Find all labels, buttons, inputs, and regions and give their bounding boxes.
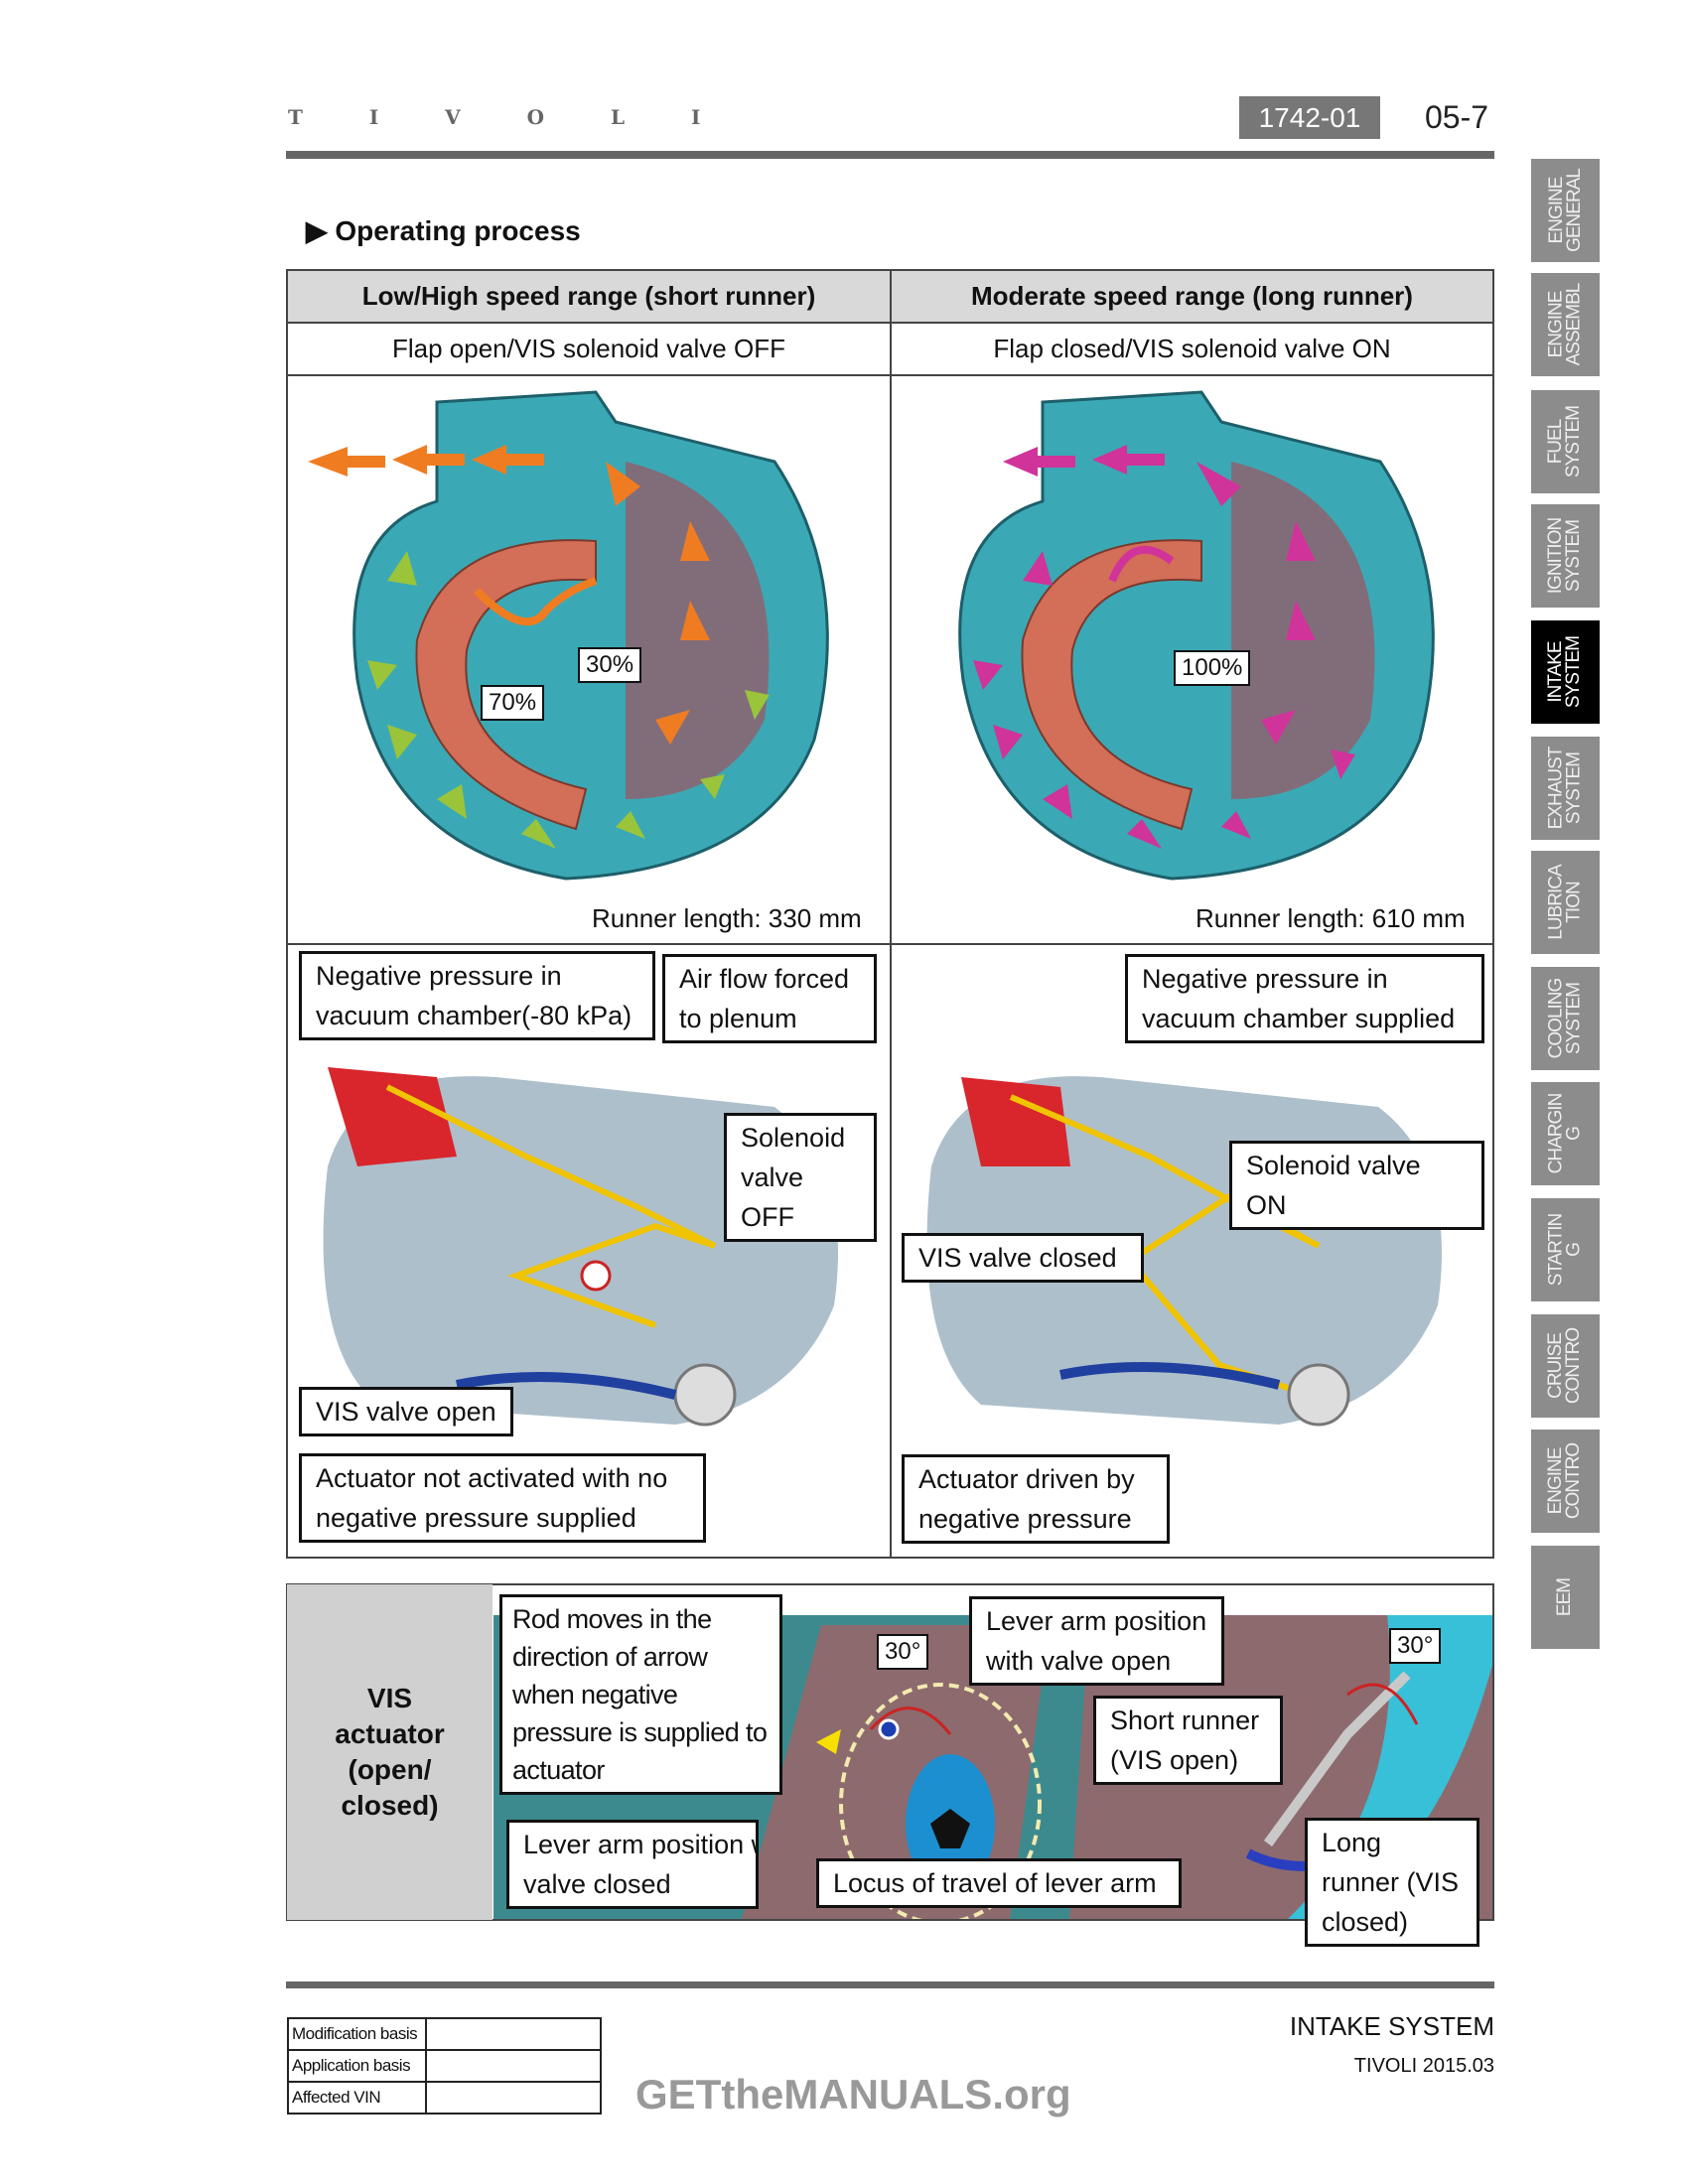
- side-tab-startin-g[interactable]: STARTIN G: [1531, 1198, 1600, 1301]
- side-tab-engine-contro[interactable]: ENGINE CONTRO: [1531, 1430, 1600, 1533]
- long-runner-arrows: [973, 445, 1355, 849]
- runner-length-short: Runner length: 330 mm: [592, 903, 862, 933]
- callout-vacuum-chamber-right: Negative pressure in vacuum chamber supp…: [1125, 954, 1484, 1043]
- side-tab-label: FUEL SYSTEM: [1545, 405, 1585, 478]
- vis-actuator-label: VIS actuator (open/ closed): [287, 1584, 492, 1920]
- engine-vis-open-image: [323, 1067, 838, 1427]
- page-number: 05-7: [1425, 99, 1489, 135]
- side-tab-label: LUBRICA TION: [1545, 865, 1585, 940]
- doc-number: 1742-01: [1239, 96, 1380, 139]
- section-title: ▶ Operating process: [306, 215, 581, 246]
- long-runner-flow-diagram: [958, 390, 1435, 881]
- col2-subtitle: Flap closed/VIS solenoid valve ON: [890, 322, 1494, 376]
- footer-rule: [286, 1981, 1494, 1988]
- side-tab-fuel-system[interactable]: FUEL SYSTEM: [1531, 390, 1600, 493]
- runner-length-long: Runner length: 610 mm: [1196, 903, 1466, 933]
- col1-subtitle: Flap open/VIS solenoid valve OFF: [286, 322, 892, 376]
- row-application-basis: Application basis: [287, 2049, 427, 2083]
- callout-vis-valve-closed: VIS valve closed: [902, 1233, 1144, 1283]
- angle-label-left: 30°: [877, 1634, 929, 1670]
- side-tab-label: CRUISE CONTRO: [1545, 1327, 1585, 1405]
- short-runner-lower-arrows: [367, 551, 770, 849]
- side-tab-label: CHARGIN G: [1545, 1093, 1585, 1174]
- side-tab-chargin-g[interactable]: CHARGIN G: [1531, 1082, 1600, 1185]
- short-runner-upper-arrows: [308, 445, 710, 745]
- split-label-70: 70%: [481, 685, 545, 721]
- side-tab-lubrica-tion[interactable]: LUBRICA TION: [1531, 851, 1600, 954]
- side-tab-label: ENGINE CONTRO: [1545, 1442, 1585, 1520]
- side-tab-label: EXHAUST SYSTEM: [1545, 747, 1585, 830]
- side-tab-engine-general[interactable]: ENGINE GENERAL: [1531, 159, 1600, 262]
- side-tab-ignition-system[interactable]: IGNITION SYSTEM: [1531, 504, 1600, 608]
- side-tab-eem[interactable]: EEM: [1531, 1546, 1600, 1649]
- side-tab-label: ENGINE ASSEMBL: [1545, 283, 1585, 366]
- side-tab-intake-system[interactable]: INTAKE SYSTEM: [1531, 620, 1600, 724]
- callout-solenoid-off: Solenoid valve OFF: [724, 1113, 877, 1242]
- side-tab-cruise-contro[interactable]: CRUISE CONTRO: [1531, 1314, 1600, 1418]
- callout-short-runner: Short runner (VIS open): [1093, 1696, 1283, 1785]
- callout-solenoid-on: Solenoid valve ON: [1229, 1141, 1484, 1230]
- col2-engine-cell: [890, 943, 1494, 1559]
- callout-lever-closed-text: Lever arm position with valve closed: [523, 1830, 756, 1899]
- split-label-30: 30%: [578, 647, 642, 683]
- col1-title: Low/High speed range (short runner): [286, 269, 892, 324]
- revision-table: Modification basis Application basis Aff…: [287, 2017, 602, 2115]
- callout-actuator-driven: Actuator driven by negative pressure: [902, 1454, 1170, 1544]
- short-runner-flow-diagram: [308, 390, 829, 881]
- callout-rod-moves: Rod moves in the direction of arrow when…: [499, 1594, 782, 1795]
- callout-vacuum-chamber-left: Negative pressure in vacuum chamber(-80 …: [299, 951, 655, 1040]
- callout-lever-open: Lever arm position with valve open: [969, 1596, 1224, 1686]
- row-modification-basis: Modification basis: [287, 2017, 427, 2051]
- callout-locus: Locus of travel of lever arm: [816, 1858, 1182, 1908]
- side-tab-label: STARTIN G: [1545, 1213, 1585, 1287]
- angle-label-right: 30°: [1389, 1628, 1442, 1664]
- side-tab-engine-assembl[interactable]: ENGINE ASSEMBL: [1531, 273, 1600, 376]
- col2-title: Moderate speed range (long runner): [890, 269, 1494, 324]
- callout-actuator-not-activated: Actuator not activated with no negative …: [299, 1453, 706, 1543]
- split-label-100: 100%: [1174, 650, 1251, 686]
- side-tab-cooling-system[interactable]: COOLING SYSTEM: [1531, 967, 1600, 1070]
- callout-lever-closed: Lever arm position with valve closed: [506, 1820, 759, 1909]
- side-tab-label: ENGINE GENERAL: [1545, 169, 1585, 252]
- row-affected-vin: Affected VIN: [287, 2081, 427, 2115]
- side-tab-label: IGNITION SYSTEM: [1545, 517, 1585, 595]
- side-tab-label: INTAKE SYSTEM: [1545, 635, 1585, 709]
- callout-vis-valve-open: VIS valve open: [299, 1387, 513, 1436]
- callout-long-runner: Long runner (VIS closed): [1305, 1818, 1479, 1947]
- header-rule: [286, 151, 1494, 159]
- footer-section: INTAKE SYSTEM: [1289, 2011, 1494, 2041]
- watermark: GETtheMANUALS.org: [635, 2071, 1071, 2117]
- side-tab-label: EEM: [1554, 1577, 1576, 1617]
- brand-header: T I V O L I: [288, 105, 731, 129]
- side-tab-exhaust-system[interactable]: EXHAUST SYSTEM: [1531, 737, 1600, 840]
- callout-air-flow: Air flow forced to plenum: [662, 954, 877, 1043]
- footer-model: TIVOLI 2015.03: [1353, 2055, 1494, 2077]
- side-tab-label: COOLING SYSTEM: [1545, 978, 1585, 1059]
